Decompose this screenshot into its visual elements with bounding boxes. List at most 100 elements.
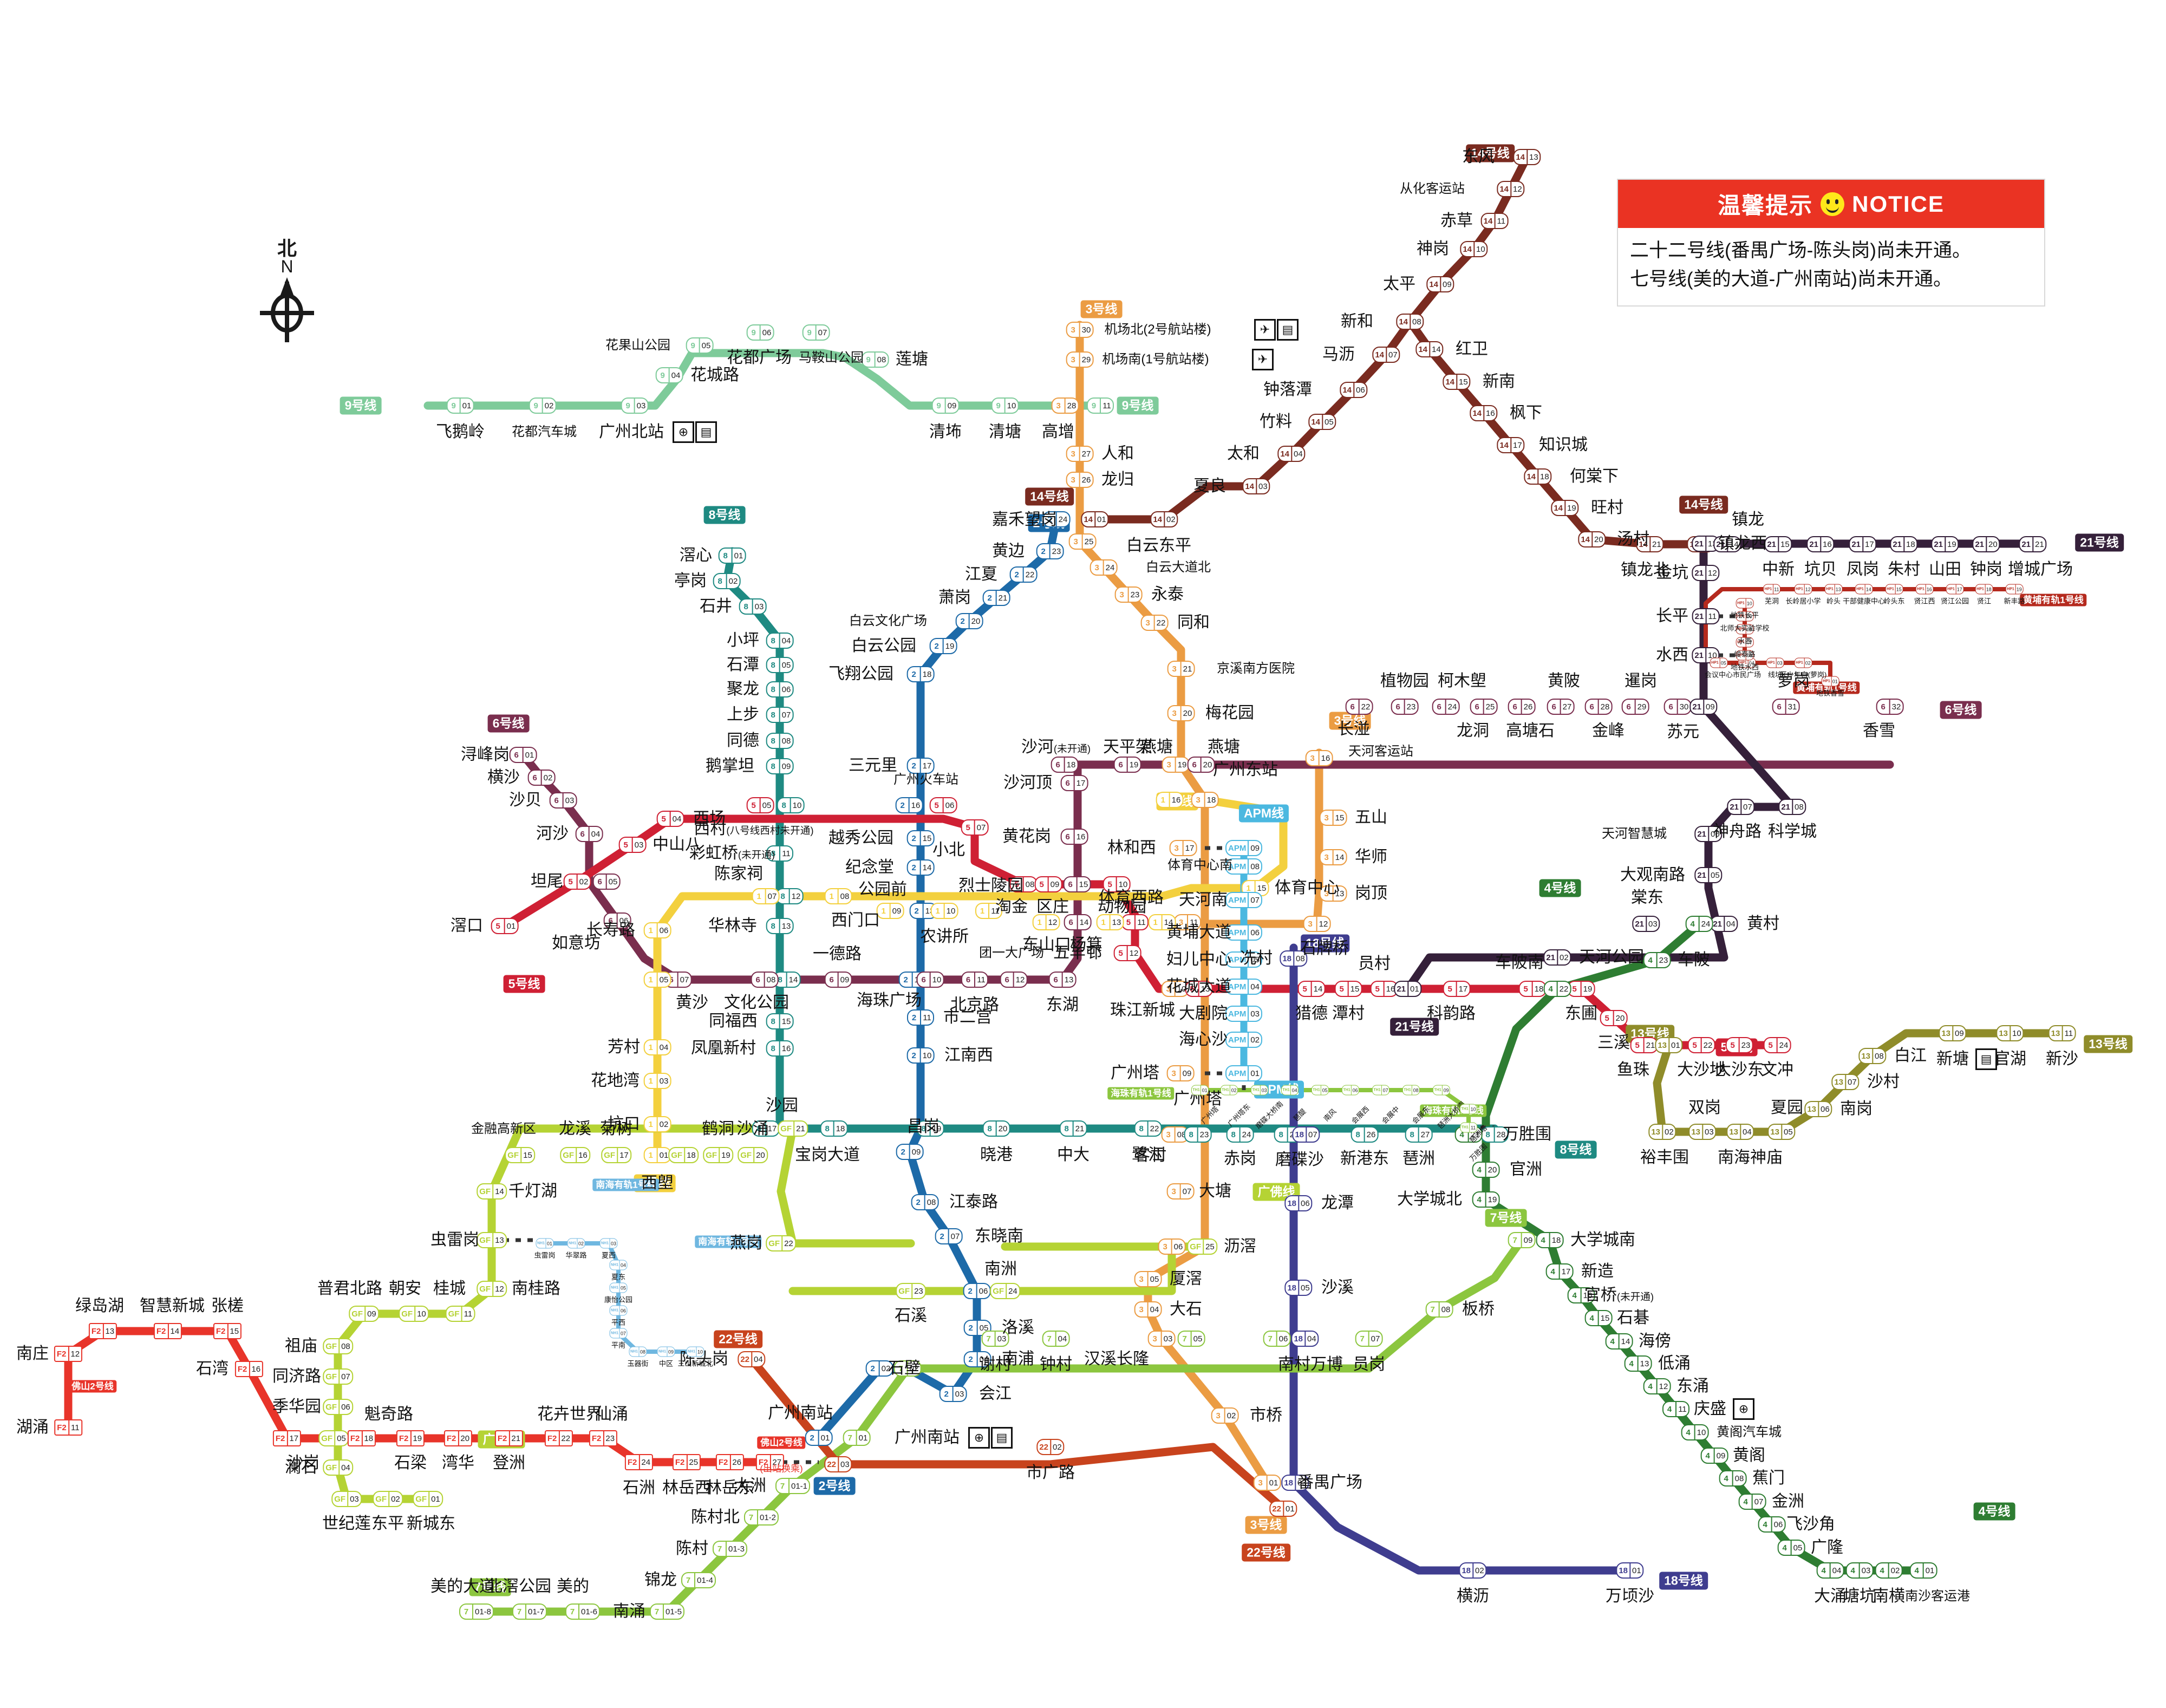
line-chip-18[interactable]: 18号线 [1301, 934, 1349, 953]
line-chip-8b[interactable]: 8号线 [1555, 1140, 1597, 1159]
line-chip-14[interactable]: 14号线 [1025, 487, 1074, 506]
line-chip-APM[interactable]: APM线 [1238, 804, 1289, 823]
line-chip-HP1b[interactable]: 黄埔有轨1号线 [1793, 681, 1860, 694]
line-chip-7b[interactable]: 7号线 [469, 1578, 511, 1596]
line-chip-4b[interactable]: 4号线 [1973, 1502, 2015, 1521]
line-chip-21b[interactable]: 21号线 [2075, 533, 2124, 552]
line-chip-9[interactable]: 9号线 [340, 396, 382, 415]
line-chip-GF[interactable]: 广佛线 [1252, 1183, 1300, 1201]
line-chip-22b[interactable]: 22号线 [1242, 1543, 1290, 1562]
line-chip-9b[interactable]: 9号线 [1117, 396, 1159, 415]
line-chip-6b[interactable]: 6号线 [1940, 701, 1982, 719]
